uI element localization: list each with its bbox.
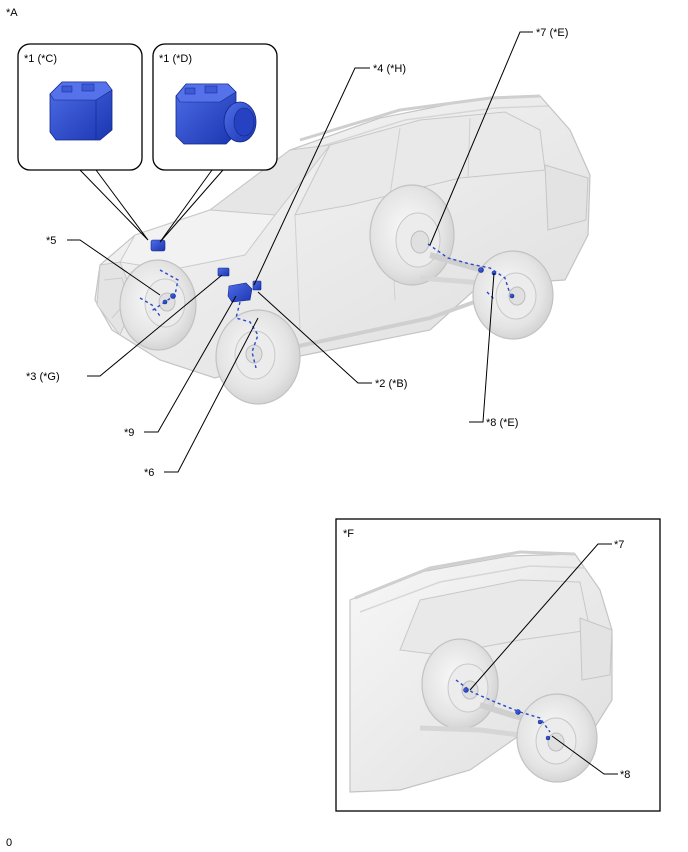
callout-7-e: *7 (*E) — [536, 27, 568, 39]
sheet-label: *A — [6, 7, 18, 19]
inset-c-label: *1 (*C) — [24, 53, 57, 65]
ecu-part — [227, 282, 253, 303]
callout-9: *9 — [124, 427, 134, 439]
inset-actuator-d — [152, 43, 278, 171]
inset-f-leader-lines — [469, 543, 618, 775]
inset-callout-7: *7 — [614, 539, 624, 551]
inset-rear-view-f — [335, 518, 661, 812]
callout-6: *6 — [144, 467, 154, 479]
callout-2-b: *2 (*B) — [375, 378, 407, 390]
callout-5: *5 — [46, 235, 56, 247]
inset-f-label: *F — [343, 528, 354, 540]
footer-code: 0 — [6, 837, 12, 849]
inset-d-label: *1 (*D) — [159, 53, 192, 65]
callout-leader-lines — [67, 31, 533, 473]
wire-harnesses — [139, 243, 511, 369]
highlighted-parts — [150, 239, 515, 305]
callout-3-g: *3 (*G) — [26, 371, 60, 383]
relay-part — [217, 267, 230, 277]
callout-4-h: *4 (*H) — [373, 63, 406, 75]
inset-callout-8: *8 — [620, 769, 630, 781]
callout-8-e: *8 (*E) — [486, 417, 518, 429]
inset-pointer-lines — [79, 169, 224, 243]
vehicle-illustration — [94, 94, 591, 405]
inset-actuator-c — [17, 43, 143, 171]
connector-part — [252, 280, 262, 291]
abs-actuator-part — [150, 239, 166, 252]
